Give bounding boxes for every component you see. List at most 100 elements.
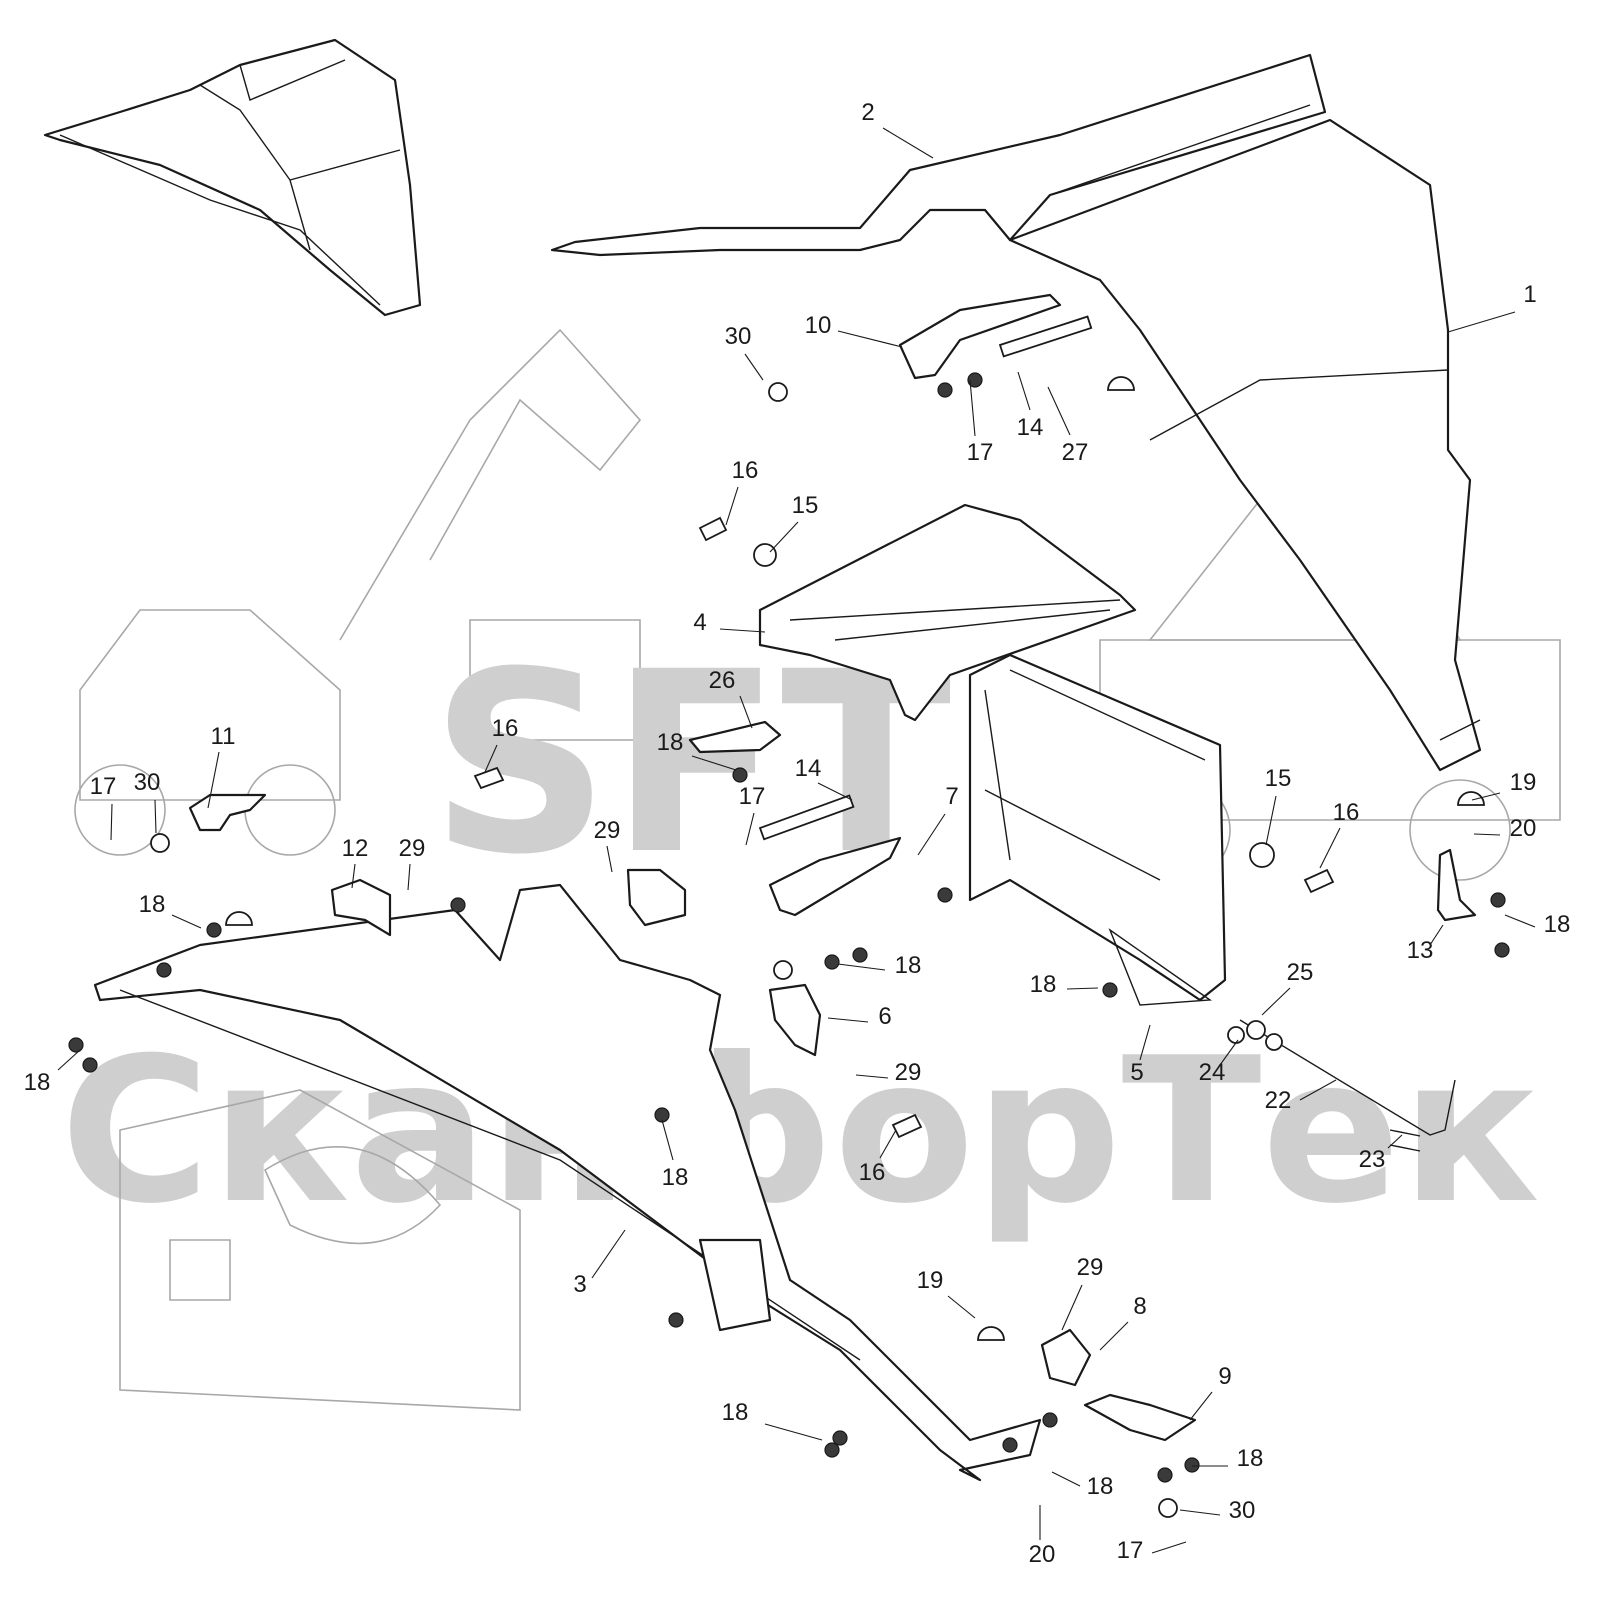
callout-label-c15b: 15 — [1265, 765, 1292, 792]
callout-label-c18b: 18 — [139, 891, 166, 918]
callout-leader-c30c — [1179, 1509, 1221, 1516]
frame-part-5 — [968, 653, 1227, 1006]
callout-label-c23: 23 — [1359, 1146, 1386, 1173]
callout-label-c17d: 17 — [1117, 1537, 1144, 1564]
deflector-plate-part-4 — [758, 503, 1137, 722]
callout-leader-c17b — [110, 803, 113, 841]
callout-label-c20a: 20 — [1510, 815, 1537, 842]
callout-leader-c13 — [1429, 924, 1444, 946]
main-frame-part-3 — [93, 883, 1042, 1482]
callout-label-c20b: 20 — [1029, 1541, 1056, 1568]
callout-leader-c25 — [1261, 987, 1291, 1016]
callout-label-c5: 5 — [1130, 1059, 1143, 1086]
gas-strut-part-14b — [758, 794, 855, 841]
callout-label-c18f: 18 — [1030, 971, 1057, 998]
assembly-thumbnail — [43, 38, 422, 317]
callout-label-c27: 27 — [1062, 439, 1089, 466]
callout-label-c18d: 18 — [895, 952, 922, 979]
callout-leader-c29c — [855, 1074, 889, 1079]
washer-part-24 — [1227, 1026, 1245, 1044]
callout-label-c29c: 29 — [895, 1059, 922, 1086]
callout-label-c2: 2 — [861, 99, 874, 126]
callout-leader-c29a — [407, 863, 411, 891]
washer-part-15b — [1249, 842, 1275, 868]
callout-label-c14a: 14 — [1017, 414, 1044, 441]
callout-leader-c18g — [1504, 914, 1536, 928]
callout-leader-c29d — [1061, 1284, 1083, 1331]
washer-part-15a — [753, 543, 777, 567]
callout-label-c29a: 29 — [399, 835, 426, 862]
callout-leader-c18i — [1051, 1471, 1081, 1487]
callout-leader-c18c — [57, 1049, 81, 1071]
callout-label-c3: 3 — [573, 1271, 586, 1298]
callout-leader-c20a — [1473, 833, 1501, 836]
callout-leader-c4 — [719, 628, 766, 633]
bracket-part-13 — [1436, 848, 1477, 922]
bracket-part-6 — [768, 983, 822, 1057]
spring-part-25 — [1246, 1020, 1266, 1040]
gas-strut-part-14a — [998, 315, 1093, 358]
callout-label-c30a: 30 — [725, 323, 752, 350]
callout-leader-c29b — [606, 845, 613, 873]
callout-leader-c11 — [207, 751, 220, 809]
rod-part-22 — [1239, 1019, 1456, 1136]
callout-leader-c12 — [351, 863, 356, 889]
callout-label-c18a: 18 — [657, 729, 684, 756]
bracket-part-26 — [688, 720, 782, 754]
callout-label-c22: 22 — [1265, 1087, 1292, 1114]
callout-label-c9: 9 — [1218, 1363, 1231, 1390]
bracket-part-9 — [1083, 1393, 1197, 1442]
bolt-part-18 — [68, 372, 1510, 1483]
cap-nut-part-19 — [225, 376, 1485, 1341]
callout-leader-c22 — [1299, 1079, 1337, 1101]
callout-leader-c14a — [1017, 371, 1031, 411]
callout-leader-c30a — [744, 353, 764, 381]
callout-leader-c6 — [827, 1017, 869, 1023]
callout-leader-c16b — [484, 744, 498, 773]
bracket-part-7 — [768, 836, 902, 917]
callout-label-c8: 8 — [1133, 1293, 1146, 1320]
callout-leader-c18a — [691, 755, 737, 771]
callout-label-c7: 7 — [945, 783, 958, 810]
callout-leader-c30b — [154, 799, 157, 834]
pins-part-23 — [1389, 1129, 1421, 1152]
callout-leader-c14b — [817, 782, 853, 801]
callout-leader-c24 — [1219, 1039, 1239, 1066]
callout-label-c10: 10 — [805, 312, 832, 339]
callout-label-c18h: 18 — [722, 1399, 749, 1426]
callout-leader-c5 — [1139, 1024, 1151, 1061]
callout-leader-c2 — [882, 127, 934, 159]
callout-leader-c26 — [739, 695, 753, 729]
callout-leader-c19b — [947, 1295, 976, 1319]
callout-label-c16a: 16 — [732, 457, 759, 484]
callout-label-c26: 26 — [709, 667, 736, 694]
callout-label-c18g: 18 — [1544, 911, 1571, 938]
bracket-part-29-plate — [626, 868, 687, 927]
callout-label-c6: 6 — [878, 1003, 891, 1030]
callout-leader-c15a — [769, 521, 799, 553]
callout-label-c16b: 16 — [492, 715, 519, 742]
callout-leader-c18e — [661, 1119, 674, 1161]
callout-label-c19a: 19 — [1510, 769, 1537, 796]
callout-label-c18c: 18 — [24, 1069, 51, 1096]
callout-leader-c23 — [1387, 1134, 1403, 1149]
callout-label-c30c: 30 — [1229, 1497, 1256, 1524]
callout-label-c24: 24 — [1199, 1059, 1226, 1086]
callout-leader-c15b — [1265, 795, 1277, 846]
callout-label-c14b: 14 — [795, 755, 822, 782]
callout-leader-c18h — [764, 1423, 823, 1441]
callout-label-c30b: 30 — [134, 769, 161, 796]
callout-label-c29d: 29 — [1077, 1254, 1104, 1281]
callout-label-c25: 25 — [1287, 959, 1314, 986]
callout-label-c13: 13 — [1407, 937, 1434, 964]
spacer-part-30 — [150, 382, 1178, 1518]
callout-leader-c18d — [837, 963, 886, 971]
callout-label-c19b: 19 — [917, 1267, 944, 1294]
callout-label-c1: 1 — [1523, 281, 1536, 308]
callout-label-c15a: 15 — [792, 492, 819, 519]
washer-part-24b — [1265, 1033, 1283, 1051]
wing-bolt-part-16 — [473, 516, 1335, 1139]
callout-label-c18i: 18 — [1087, 1473, 1114, 1500]
